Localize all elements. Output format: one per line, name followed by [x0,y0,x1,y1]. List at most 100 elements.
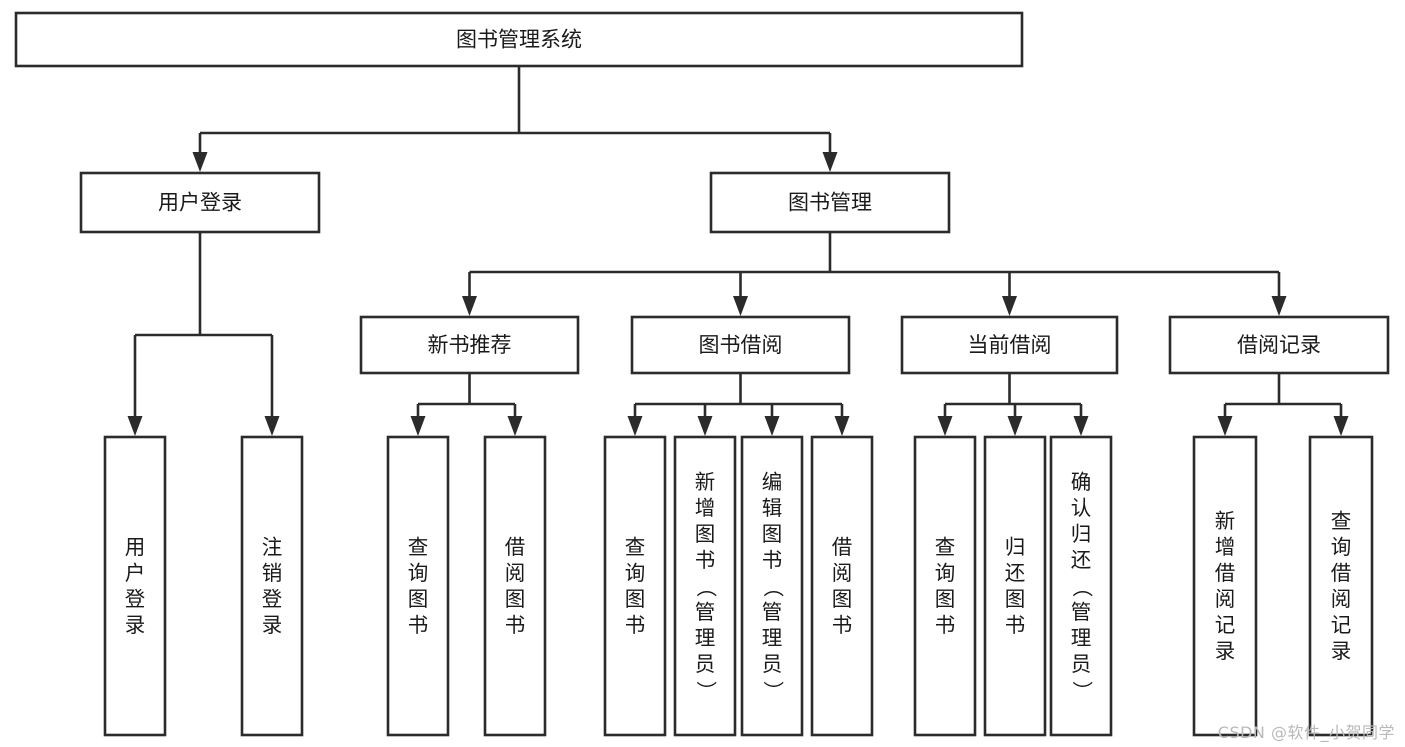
node-label-char: 编 [762,470,783,494]
connector-layer [127,66,1349,436]
arrow-head-icon [764,416,780,436]
node-label-char: 阅 [832,561,853,585]
arrow-head-icon [733,296,748,316]
node-label-char: 归 [1071,522,1092,546]
tree-node-level3-current-borrow[interactable]: 当前借阅 [900,315,1119,375]
node-label-char: 图 [762,522,783,546]
node-box[interactable] [359,315,580,375]
node-box[interactable] [900,315,1119,375]
node-box[interactable] [386,435,450,737]
node-box[interactable] [630,315,851,375]
connector-group-borrow-record [1217,373,1349,436]
node-label-char: 图 [625,587,646,611]
node-label-char: 图 [935,587,956,611]
tree-leaf-leaf-user-login[interactable]: 用户登录 [103,435,167,737]
node-label-char: 查 [1331,509,1352,533]
node-box[interactable] [673,435,737,737]
arrow-head-icon [507,416,523,436]
tree-node-level2-book-manage[interactable]: 图书管理 [709,171,951,234]
node-box[interactable] [1192,435,1258,737]
node-box[interactable] [1308,435,1374,737]
node-label-char: 增 [695,496,716,520]
connector-group-book-borrow [627,373,850,436]
node-label-char: 书 [762,548,783,572]
node-label-char: 书 [408,613,429,637]
node-box[interactable] [1168,315,1390,375]
node-box[interactable] [983,435,1047,737]
node-box[interactable] [240,435,304,737]
node-label-char: 还 [1005,561,1026,585]
node-label-char: 新 [1215,509,1236,533]
node-box[interactable] [79,171,321,234]
node-label-char: 书 [505,613,526,637]
arrow-head-icon [822,152,838,172]
node-label-char: 借 [1215,561,1236,585]
connector-group-new-book-recommend [410,373,523,436]
node-label-char: 销 [262,561,283,585]
node-label-char: 阅 [1215,587,1236,611]
node-box[interactable] [810,435,874,737]
node-label-char: ） [1070,681,1094,702]
tree-node-root[interactable]: 图书管理系统 [14,11,1024,68]
node-label-char: 员 [695,652,716,676]
node-label-char: 书 [935,613,956,637]
tree-node-level3-new-book-recommend[interactable]: 新书推荐 [359,315,580,375]
node-label: 图书管理 [788,191,872,215]
node-box[interactable] [103,435,167,737]
node-box[interactable] [14,11,1024,68]
node-label-char: 图 [695,522,716,546]
node-label-char: 书 [832,613,853,637]
node-box[interactable] [740,435,804,737]
node-label-char: 辑 [762,496,783,520]
node-label-char: 登 [125,587,146,611]
node-label-char: 录 [1215,639,1236,663]
node-box[interactable] [913,435,977,737]
node-label-char: （ [761,577,785,598]
tree-node-level2-user-login[interactable]: 用户登录 [79,171,321,234]
connector-group-user-login [127,232,280,436]
node-label-char: 阅 [1331,587,1352,611]
arrow-head-icon [1002,296,1017,316]
tree-node-level3-book-borrow[interactable]: 图书借阅 [630,315,851,375]
arrow-head-icon [1333,416,1349,436]
node-label-char: 录 [262,613,283,637]
node-label-char: ） [694,681,718,702]
node-label-char: 记 [1331,613,1352,637]
node-label-char: 确 [1071,470,1092,494]
node-box[interactable] [603,435,667,737]
node-box[interactable] [483,435,547,737]
node-label-char: 记 [1215,613,1236,637]
node-label-char: 询 [408,561,429,585]
node-label-char: 询 [625,561,646,585]
node-label-char: 借 [1331,561,1352,585]
tree-node-level3-borrow-record[interactable]: 借阅记录 [1168,315,1390,375]
node-label-char: 询 [935,561,956,585]
node-box[interactable] [709,171,951,234]
arrow-head-icon [127,416,143,436]
connector-group-root [192,66,838,172]
node-label-char: 借 [505,535,526,559]
node-label-char: 询 [1331,535,1352,559]
node-box[interactable] [1049,435,1113,737]
arrow-head-icon [1271,296,1287,316]
connector-group-current-borrow [937,373,1089,436]
